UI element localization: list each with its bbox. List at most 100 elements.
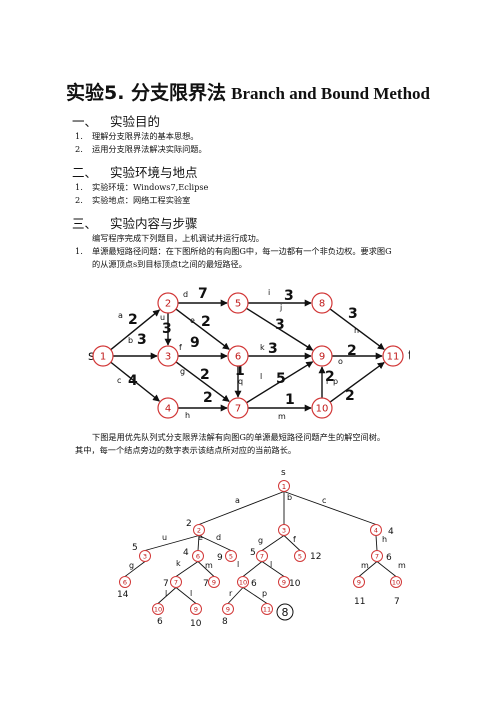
tree-node-label: 10 bbox=[392, 579, 400, 587]
tree-node-label: 5 bbox=[298, 553, 302, 561]
edge-letter-label: k bbox=[260, 343, 265, 352]
tree-node bbox=[152, 603, 164, 615]
edge-letter-label: c bbox=[117, 376, 121, 385]
tree-edge bbox=[242, 587, 268, 604]
edge-letter-label: n bbox=[354, 326, 359, 335]
graph-node-label: 5 bbox=[235, 299, 241, 310]
tree-branch-label: k bbox=[176, 559, 181, 568]
tree-edge bbox=[197, 561, 215, 577]
tree-root-node bbox=[278, 480, 290, 492]
edge-weight-label: 2 bbox=[325, 369, 335, 385]
tree-branch-label: l bbox=[270, 560, 272, 569]
tree-node-label: 9 bbox=[226, 606, 230, 614]
tree-node-label: 4 bbox=[374, 527, 378, 535]
section-heading-objectives: 一、实验目的 bbox=[72, 114, 161, 129]
tree-branch-label: r bbox=[229, 589, 233, 598]
tree-node-label: 10 bbox=[239, 579, 247, 587]
tree-branch-label: l bbox=[165, 589, 167, 598]
tree-edge bbox=[376, 561, 397, 577]
tree-node-cost: 5 bbox=[132, 543, 138, 553]
tree-node-label: 7 bbox=[375, 553, 379, 561]
tree-node bbox=[139, 550, 151, 562]
tree-node-cost: 7 bbox=[163, 579, 169, 589]
tree-branch-label: l bbox=[190, 589, 192, 598]
graph-edge-labels: a2b3c4d7u3e2f9g2h2i3j3k3l5m1n3o2p2q1r2st bbox=[88, 286, 410, 421]
tree-node-cost: 6 bbox=[157, 617, 163, 627]
tree-node-cost: 7 bbox=[394, 597, 400, 607]
tree-node bbox=[278, 576, 290, 588]
tree-edge bbox=[227, 587, 244, 604]
edge-weight-label: 2 bbox=[128, 312, 138, 328]
tree-node bbox=[371, 550, 383, 562]
edge-letter-label: j bbox=[279, 303, 282, 312]
graph-node bbox=[157, 345, 179, 367]
tree-node-label: 9 bbox=[194, 606, 198, 614]
objective-item: 2.运用分支限界法解决实际问题。 bbox=[75, 144, 207, 154]
section-heading-environment: 二、实验环境与地点 bbox=[72, 165, 198, 180]
tree-node bbox=[193, 524, 205, 536]
tree-node-cost: 5 bbox=[250, 548, 256, 558]
tree-node-cost: 9 bbox=[217, 553, 223, 563]
graph-node-label: 3 bbox=[165, 352, 171, 363]
tree-edge bbox=[242, 561, 263, 577]
graph-node-label: 6 bbox=[235, 352, 241, 363]
graph-node bbox=[227, 397, 249, 419]
edge-weight-label: 3 bbox=[348, 306, 358, 322]
tree-edge bbox=[198, 535, 232, 551]
tree-node-label: 3 bbox=[143, 553, 147, 561]
graph-node bbox=[157, 292, 179, 314]
graph-node bbox=[311, 292, 333, 314]
edge-weight-label: 3 bbox=[275, 317, 285, 333]
tree-goal-node-label: 8 bbox=[282, 606, 289, 619]
edge-weight-label: 2 bbox=[201, 314, 211, 330]
content-item-1-line-2: 的从源顶点s到目标顶点t之间的最短路径。 bbox=[92, 259, 247, 269]
graph-edge bbox=[175, 361, 230, 403]
edge-letter-label: q bbox=[238, 377, 243, 386]
tree-branch-label: m bbox=[361, 561, 369, 570]
tree-node-cost: 8 bbox=[222, 617, 228, 627]
tree-node-cost: 12 bbox=[310, 552, 321, 562]
tree-node-cost: 14 bbox=[117, 590, 129, 600]
tree-node-label: 10 bbox=[154, 606, 162, 614]
edge-letter-label: b bbox=[128, 336, 133, 345]
section-heading-content: 三、实验内容与步骤 bbox=[72, 216, 198, 231]
tree-node-cost: 2 bbox=[186, 519, 192, 529]
tree-node-label: 9 bbox=[212, 579, 216, 587]
objective-item: 1.理解分支限界法的基本思想。 bbox=[75, 131, 199, 141]
tree-node-label: 3 bbox=[282, 527, 286, 535]
tree-root-node-label: 1 bbox=[282, 483, 286, 491]
graph-node bbox=[311, 345, 333, 367]
edge-letter-label: e bbox=[190, 316, 195, 325]
edge-letter-label: p bbox=[333, 377, 338, 386]
edge-letter-label: f bbox=[179, 343, 182, 352]
tree-branch-label: d bbox=[216, 533, 221, 542]
graph-node-label: 2 bbox=[165, 299, 171, 310]
graph-node bbox=[382, 345, 404, 367]
tree-edges bbox=[124, 491, 397, 604]
tree-node bbox=[237, 576, 249, 588]
graph-node bbox=[311, 397, 333, 419]
tree-node bbox=[294, 550, 306, 562]
source-label: s bbox=[88, 349, 95, 364]
directed-graph-g: a2b3c4d7u3e2f9g2h2i3j3k3l5m1n3o2p2q1r2st… bbox=[88, 286, 410, 421]
tree-node bbox=[256, 550, 268, 562]
tree-node-label: 11 bbox=[263, 606, 271, 614]
graph-node-label: 1 bbox=[100, 352, 106, 363]
tree-edge bbox=[283, 535, 301, 551]
tree-edge bbox=[157, 587, 177, 604]
edge-weight-label: 3 bbox=[284, 288, 294, 304]
tree-node-label: 6 bbox=[196, 553, 200, 561]
graph-edges bbox=[110, 299, 385, 412]
tree-node bbox=[208, 576, 220, 588]
edge-letter-label: m bbox=[278, 412, 286, 421]
graph-edge bbox=[175, 308, 230, 350]
edge-weight-label: 3 bbox=[137, 332, 147, 348]
tree-branch-label: g bbox=[129, 561, 134, 570]
graph-edge bbox=[246, 307, 314, 351]
content-item-1-line-1: 1.单源最短路径问题：在下图所给的有向图G中，每一边都有一个非负边权。要求图G bbox=[75, 246, 392, 256]
tree-node-cost: 4 bbox=[183, 548, 189, 558]
tree-description-line-2: 其中，每一个结点旁边的数字表示该结点所对应的当前路长。 bbox=[75, 445, 297, 455]
